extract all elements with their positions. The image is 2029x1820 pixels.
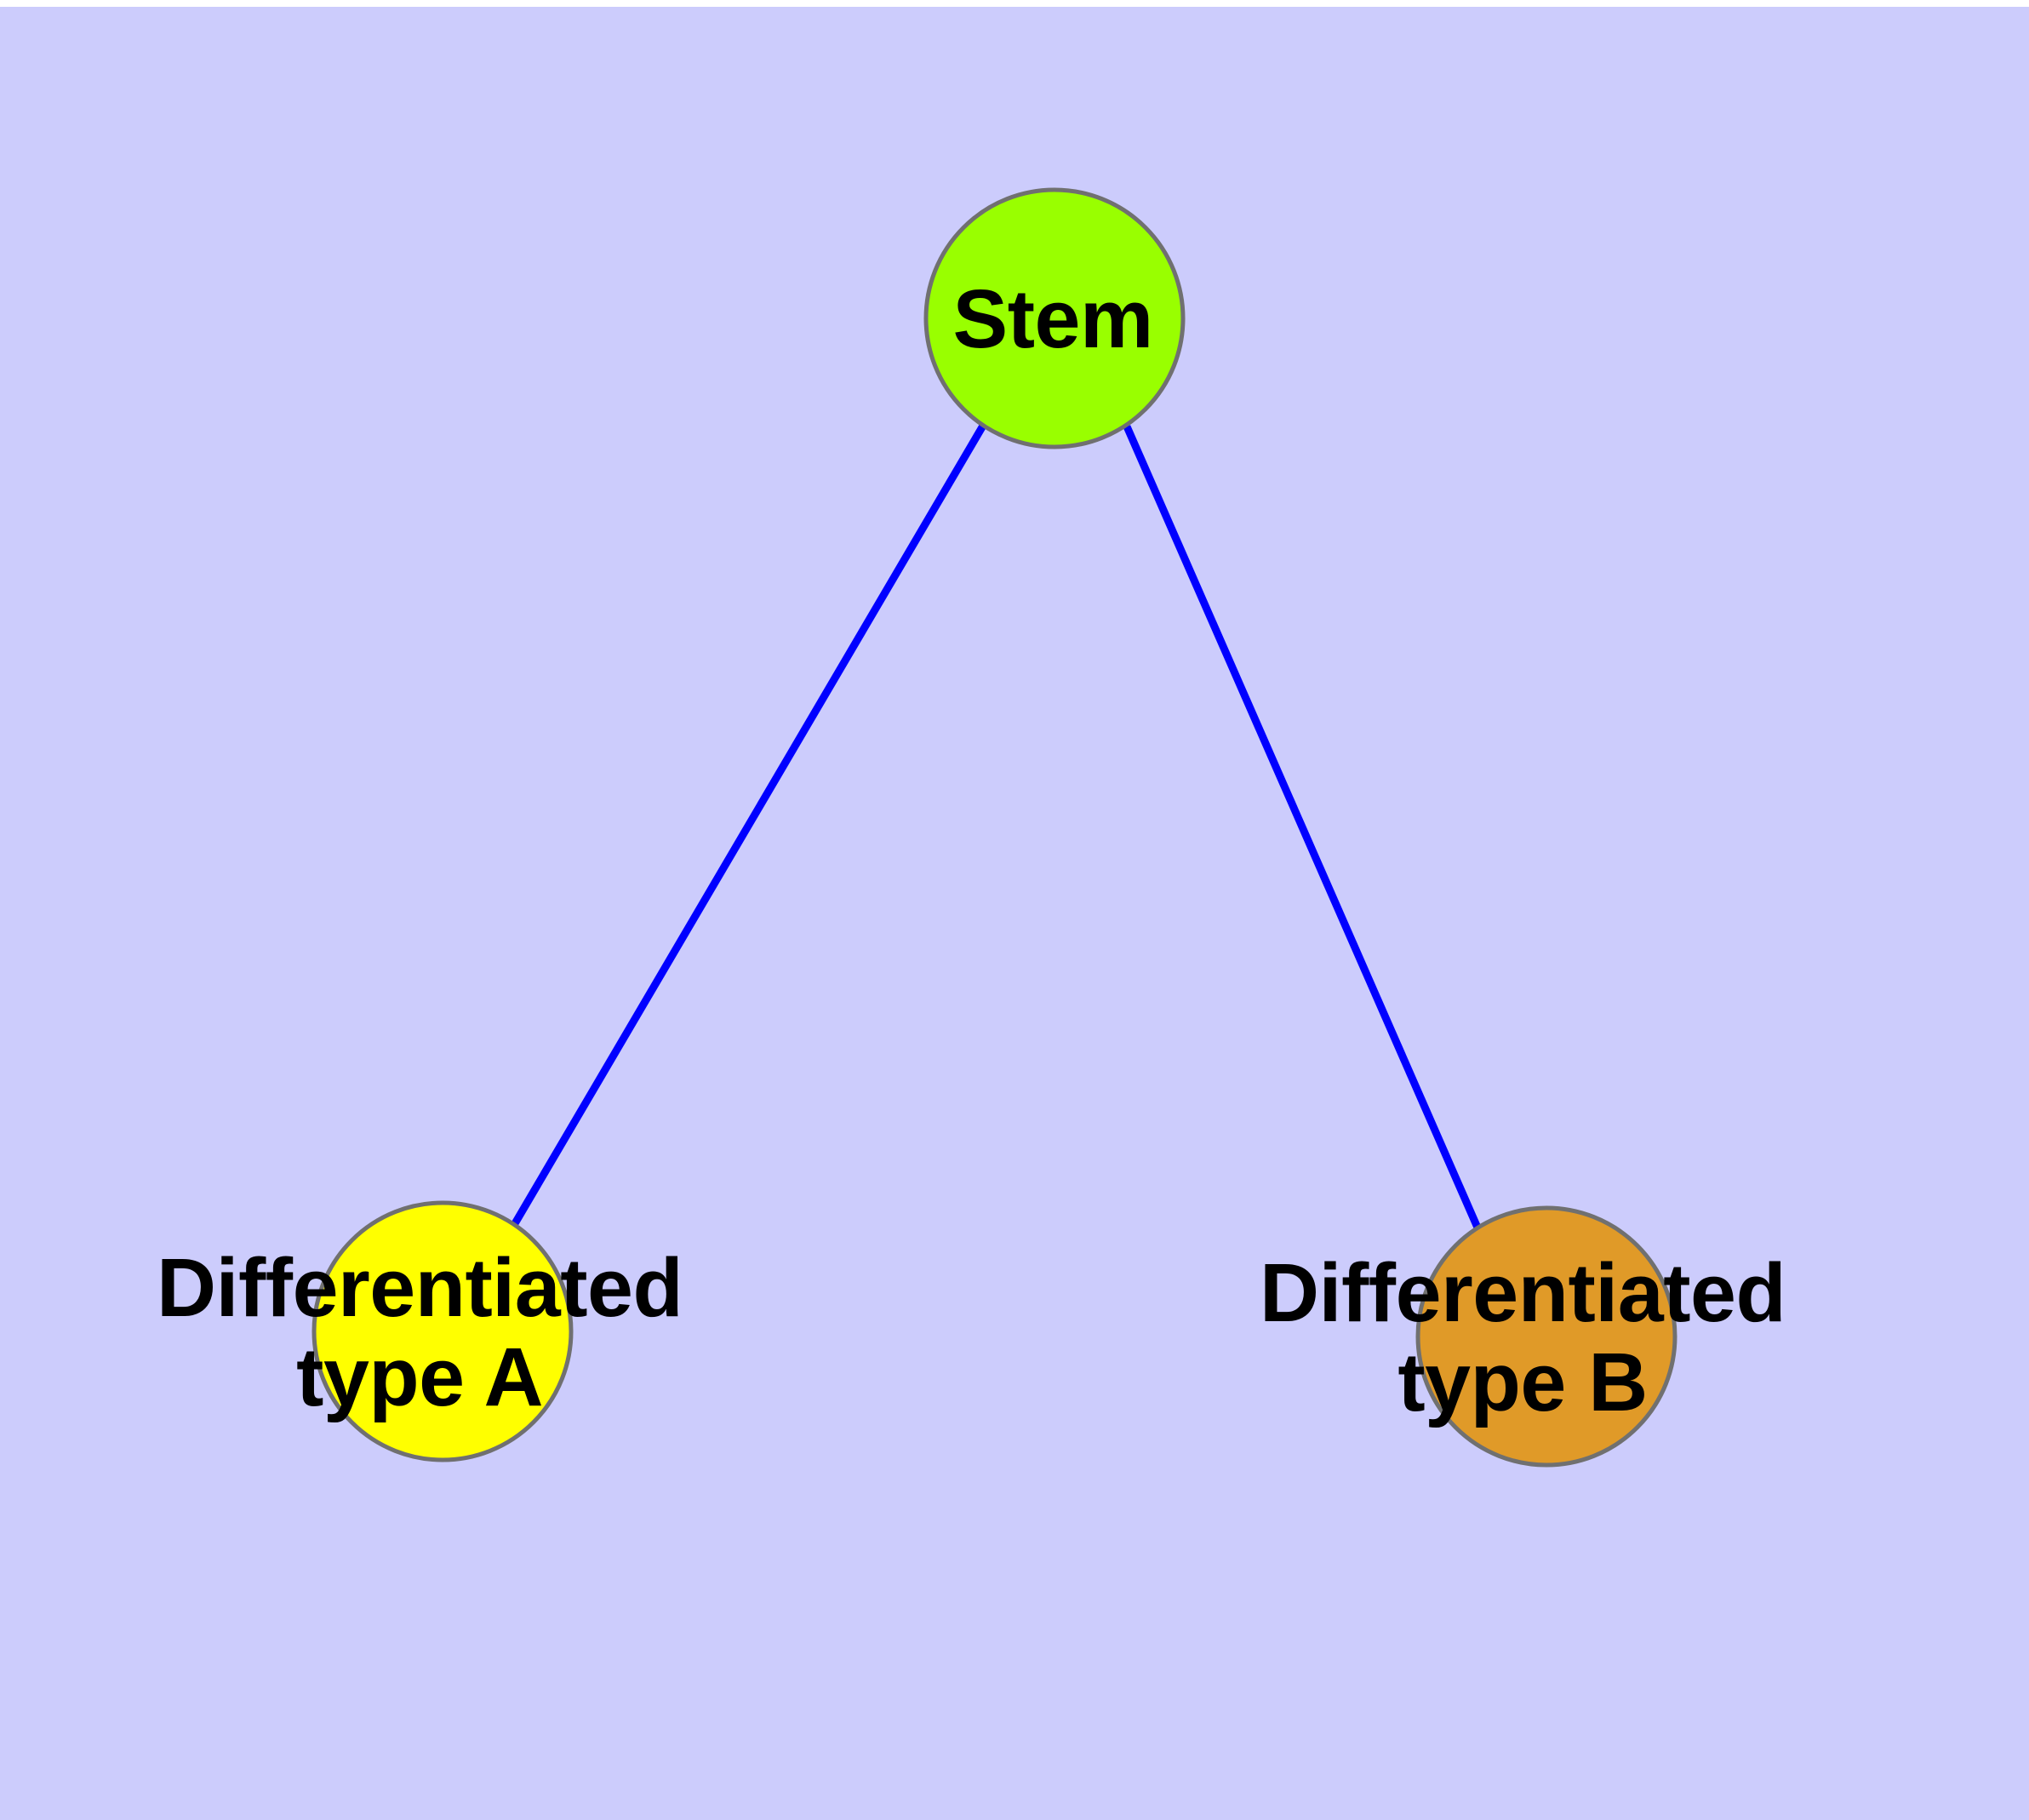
graph-edge-stem-to-diff-b[interactable]	[1123, 425, 1482, 1229]
graph-node-diff-a[interactable]	[311, 1200, 574, 1462]
edge-layer	[511, 423, 1482, 1229]
graph-edge-stem-to-diff-a[interactable]	[511, 423, 986, 1228]
graph-node-diff-b[interactable]	[1415, 1205, 1677, 1468]
graph-node-stem[interactable]	[923, 187, 1186, 449]
node-layer	[311, 187, 1677, 1468]
